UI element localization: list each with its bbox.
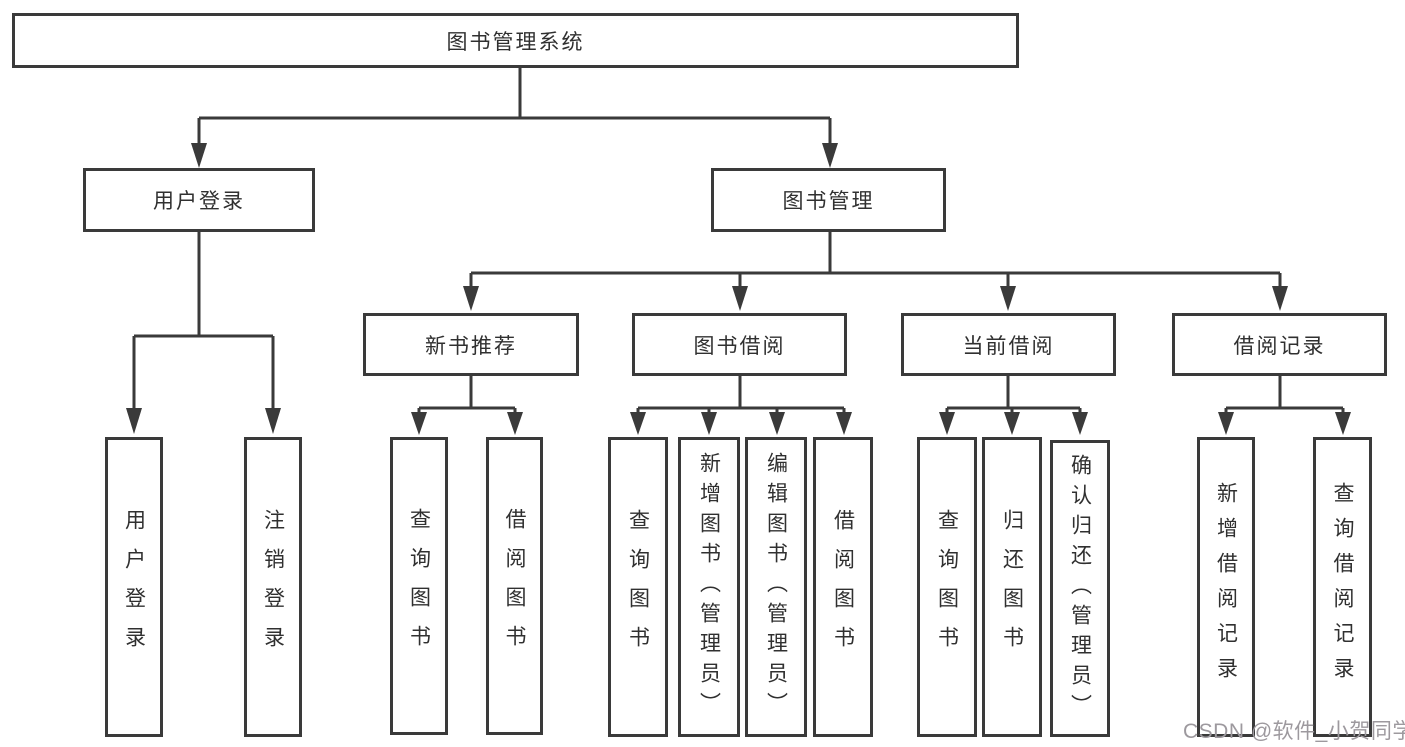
root-to-level1-lines: [197, 68, 832, 147]
arrowhead: [822, 143, 838, 168]
leaf-user-login: 用户登录: [105, 437, 163, 737]
node-root: 图书管理系统: [12, 13, 1019, 68]
arrowhead: [191, 143, 207, 168]
leaf-newbook-query-books: 查询图书: [390, 437, 448, 735]
arrowhead: [836, 412, 852, 435]
leaf-user-login-label: 用户登录: [122, 509, 146, 665]
arrowhead: [1000, 286, 1016, 311]
leaf-newbook-query-books-label: 查询图书: [407, 508, 431, 664]
node-borrow-records-label: 借阅记录: [1233, 334, 1326, 358]
leaf-borrow-edit-books-admin-label: 编辑图书（管理员）: [764, 452, 788, 722]
arrowhead: [1272, 286, 1288, 311]
connector-stems: [132, 68, 1345, 416]
node-new-book-recommend-label: 新书推荐: [425, 334, 517, 358]
arrowheads: [126, 143, 1351, 435]
arrowhead: [732, 286, 748, 311]
leaf-records-add-record: 新增借阅记录: [1197, 437, 1255, 737]
node-current-borrow-label: 当前借阅: [962, 334, 1055, 358]
arrowhead: [1004, 412, 1020, 435]
leaf-borrow-borrow-books-label: 借阅图书: [831, 509, 855, 665]
arrowhead: [126, 408, 142, 434]
arrowhead: [1218, 412, 1234, 435]
borrow-branch-lines: [636, 376, 846, 416]
login-branch-lines: [132, 232, 275, 412]
leaf-borrow-borrow-books: 借阅图书: [813, 437, 873, 737]
node-current-borrow: 当前借阅: [901, 313, 1116, 376]
node-user-login: 用户登录: [83, 168, 315, 232]
leaf-borrow-query-books-label: 查询图书: [626, 509, 650, 665]
leaf-current-return-books: 归还图书: [982, 437, 1042, 737]
leaf-newbook-borrow-books: 借阅图书: [486, 437, 543, 735]
leaf-logout-label: 注销登录: [261, 509, 285, 665]
newbook-branch-lines: [417, 376, 517, 416]
arrowhead: [265, 408, 281, 434]
records-branch-lines: [1224, 376, 1345, 416]
leaf-newbook-borrow-books-label: 借阅图书: [503, 508, 526, 664]
arrowhead: [701, 412, 717, 435]
leaf-current-query-books-label: 查询图书: [935, 509, 959, 665]
leaf-current-query-books: 查询图书: [917, 437, 977, 737]
leaf-borrow-query-books: 查询图书: [608, 437, 668, 737]
node-user-login-label: 用户登录: [153, 190, 245, 213]
node-borrow-records: 借阅记录: [1172, 313, 1387, 376]
arrowhead: [507, 412, 523, 435]
arrowhead: [630, 412, 646, 435]
node-book-borrow: 图书借阅: [632, 313, 847, 376]
arrowhead: [411, 412, 427, 435]
watermark-text: CSDN @软件_小贺同学: [1183, 720, 1405, 743]
node-new-book-recommend: 新书推荐: [363, 313, 579, 376]
leaf-current-confirm-return-admin-label: 确认归还（管理员）: [1068, 453, 1092, 724]
node-book-management-label: 图书管理: [782, 190, 875, 213]
node-root-label: 图书管理系统: [446, 30, 585, 54]
leaf-current-confirm-return-admin: 确认归还（管理员）: [1050, 440, 1110, 737]
arrowhead: [1335, 412, 1351, 435]
current-branch-lines: [945, 376, 1082, 416]
arrowhead: [939, 412, 955, 435]
leaf-records-query-record: 查询借阅记录: [1313, 437, 1372, 737]
leaf-current-return-books-label: 归还图书: [1000, 509, 1024, 665]
leaf-borrow-add-books-admin: 新增图书（管理员）: [678, 437, 740, 737]
arrowhead: [1072, 412, 1088, 435]
leaf-records-query-record-label: 查询借阅记录: [1331, 482, 1354, 692]
node-book-management: 图书管理: [711, 168, 946, 232]
leaf-logout: 注销登录: [244, 437, 302, 737]
node-book-borrow-label: 图书借阅: [693, 334, 786, 358]
management-branch-lines: [469, 232, 1282, 290]
leaf-borrow-add-books-admin-label: 新增图书（管理员）: [697, 452, 721, 722]
leaf-records-add-record-label: 新增借阅记录: [1214, 482, 1238, 692]
leaf-borrow-edit-books-admin: 编辑图书（管理员）: [745, 437, 807, 737]
arrowhead: [769, 412, 785, 435]
arrowhead: [463, 286, 479, 311]
